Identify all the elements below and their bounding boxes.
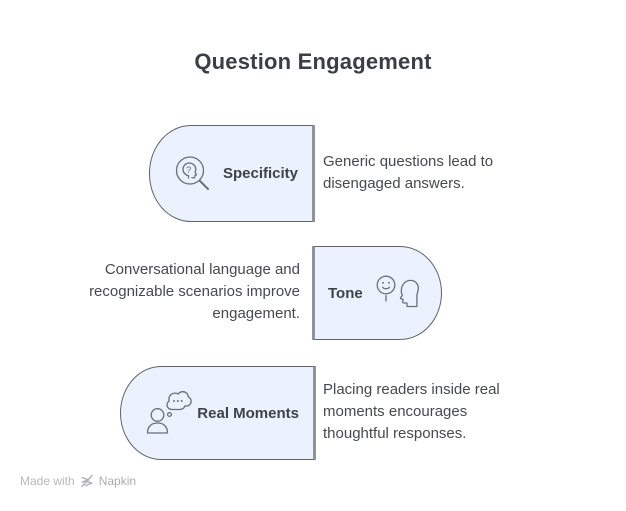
shape-label-tone: Tone	[328, 284, 363, 302]
description-real-moments: Placing readers inside real moments enco…	[323, 381, 500, 442]
shape-label-real-moments: Real Moments	[197, 404, 299, 422]
watermark-prefix: Made with	[20, 474, 75, 488]
shape-tone: Tone	[312, 246, 442, 340]
svg-text:?: ?	[186, 165, 191, 176]
description-tone: Conversational language and recognizable…	[89, 261, 300, 322]
magnifier-head-question-icon: ?	[169, 151, 215, 197]
page-title: Question Engagement	[194, 49, 432, 74]
shape-real-moments: Real Moments	[120, 366, 316, 460]
watermark: Made with Napkin	[20, 474, 136, 488]
smiley-face-head-icon	[373, 269, 421, 317]
napkin-logo-icon	[80, 474, 94, 488]
description-specificity: Generic questions lead to disengaged ans…	[323, 153, 494, 192]
person-thought-bubble-icon	[143, 387, 195, 439]
shape-label-specificity: Specificity	[222, 165, 298, 182]
watermark-brand: Napkin	[98, 474, 137, 488]
shape-specificity: ? Specificity	[149, 125, 315, 222]
